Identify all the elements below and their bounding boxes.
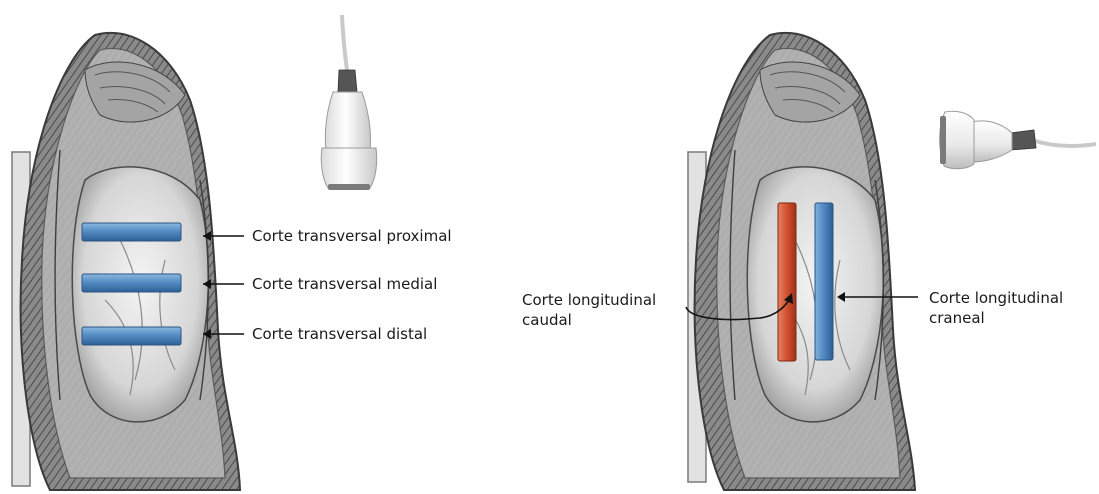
longitudinal-caudal-bar — [778, 203, 796, 361]
longitudinal-craneal-bar — [815, 203, 833, 360]
label-transverse-distal: Corte transversal distal — [252, 324, 427, 344]
label-transverse-proximal: Corte transversal proximal — [252, 226, 452, 246]
transverse-distal-bar — [82, 327, 181, 345]
probe-horizontal-icon — [940, 111, 1096, 169]
right-anatomy-illustration — [688, 33, 915, 490]
label-longitudinal-craneal-line2: craneal — [929, 308, 1063, 328]
transverse-medial-bar — [82, 274, 181, 292]
label-longitudinal-craneal-line1: Corte longitudinal — [929, 288, 1063, 308]
label-transverse-medial: Corte transversal medial — [252, 274, 437, 294]
label-longitudinal-caudal-line1: Corte longitudinal — [522, 290, 656, 310]
label-longitudinal-craneal: Corte longitudinal craneal — [929, 288, 1063, 328]
left-anatomy-illustration — [12, 33, 240, 490]
label-longitudinal-caudal-line2: caudal — [522, 310, 656, 330]
label-longitudinal-caudal: Corte longitudinal caudal — [522, 290, 656, 330]
transverse-cut-bars — [82, 223, 181, 345]
transverse-proximal-bar — [82, 223, 181, 241]
probe-vertical-icon — [321, 15, 377, 190]
